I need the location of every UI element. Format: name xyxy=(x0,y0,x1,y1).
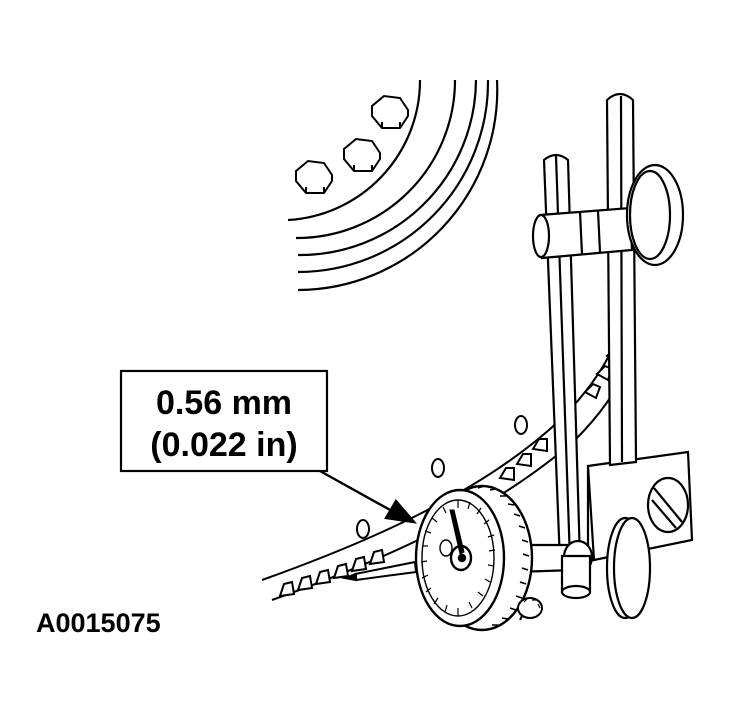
callout-metric: 0.56 mm xyxy=(156,384,292,422)
callout-imperial: (0.022 in) xyxy=(150,426,297,464)
figure-code: A0015075 xyxy=(36,608,161,638)
clamp-knob xyxy=(531,163,685,267)
lift-lever xyxy=(517,597,543,621)
rim-holes xyxy=(356,415,528,539)
flywheel-bolts xyxy=(294,94,410,194)
indicator-plunger xyxy=(341,560,418,582)
measurement-callout: 0.56 mm (0.022 in) xyxy=(119,369,329,473)
bolt-middle xyxy=(342,137,382,172)
bolt-left xyxy=(294,159,334,194)
base-knob xyxy=(605,516,652,620)
dial-indicator xyxy=(414,484,534,632)
bolt-top xyxy=(370,94,410,129)
dial-ticks xyxy=(420,500,496,616)
bezel-knurl xyxy=(477,485,530,626)
callout-box xyxy=(119,369,329,473)
flywheel-face xyxy=(287,79,499,292)
leader-arrow xyxy=(319,469,417,524)
